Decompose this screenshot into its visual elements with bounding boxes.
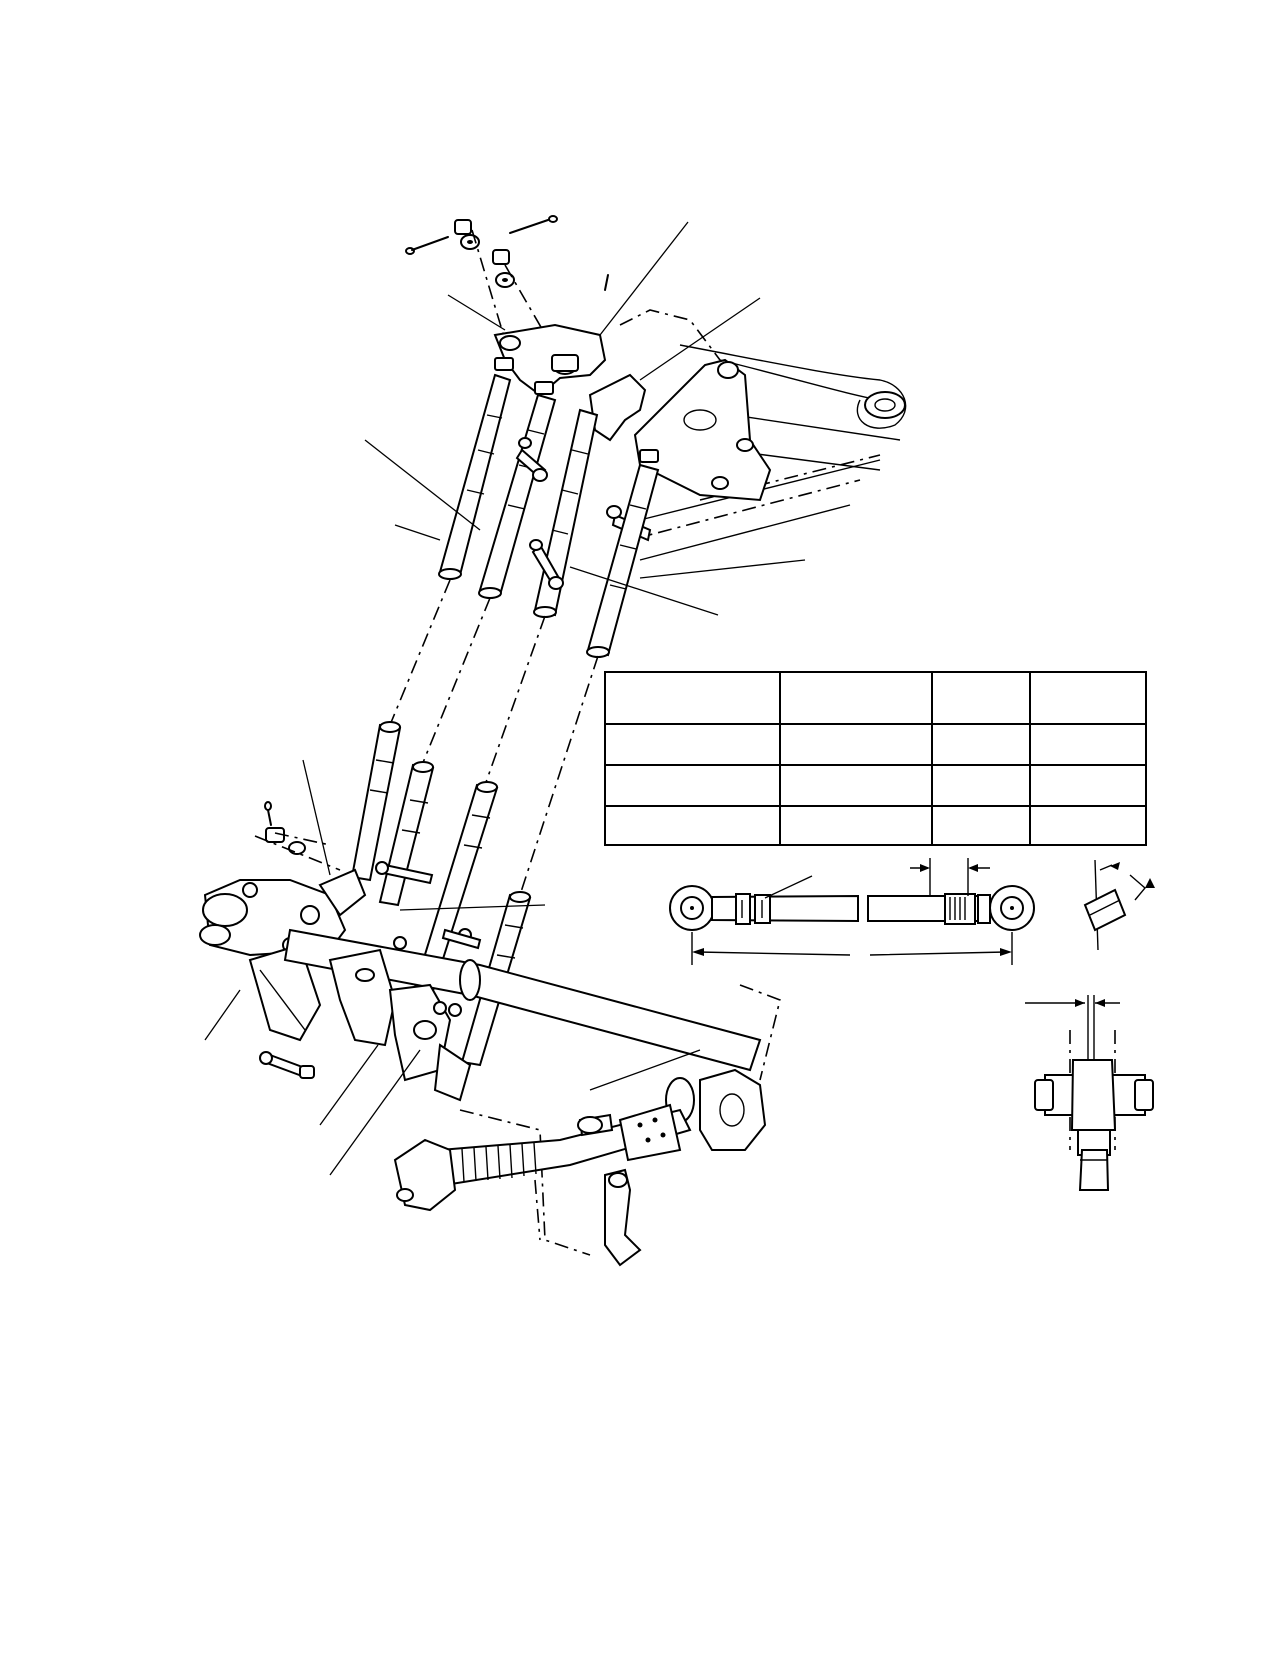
detail-rod-end [669,858,1155,965]
table-cell [779,764,933,807]
upper-bellcrank-assembly [405,215,772,542]
detail-clevis-clearance [1025,995,1154,1191]
table-cell [779,723,933,766]
table-cell [1029,805,1147,846]
upper-tube-set [438,357,660,658]
lower-mechanism [199,868,767,1267]
table-cell [604,805,781,846]
table-row [604,723,1147,766]
table-cell [931,723,1031,766]
table-cell [779,671,933,725]
assembly-guide-lines [389,579,781,1256]
table-cell [931,671,1031,725]
lower-left-hardware [254,801,341,871]
table-row [604,805,1147,846]
table-cell [604,671,781,725]
spec-table [604,671,1147,846]
table-cell [1029,764,1147,807]
table-cell [1029,723,1147,766]
table-row [604,671,1147,725]
table-cell [931,805,1031,846]
table-cell [779,805,933,846]
table-row [604,764,1147,807]
table-cell [931,764,1031,807]
table-cell [604,764,781,807]
airframe-structure [619,309,907,561]
table-cell [604,723,781,766]
callout-leaders [204,221,806,1176]
table-cell [1029,671,1147,725]
